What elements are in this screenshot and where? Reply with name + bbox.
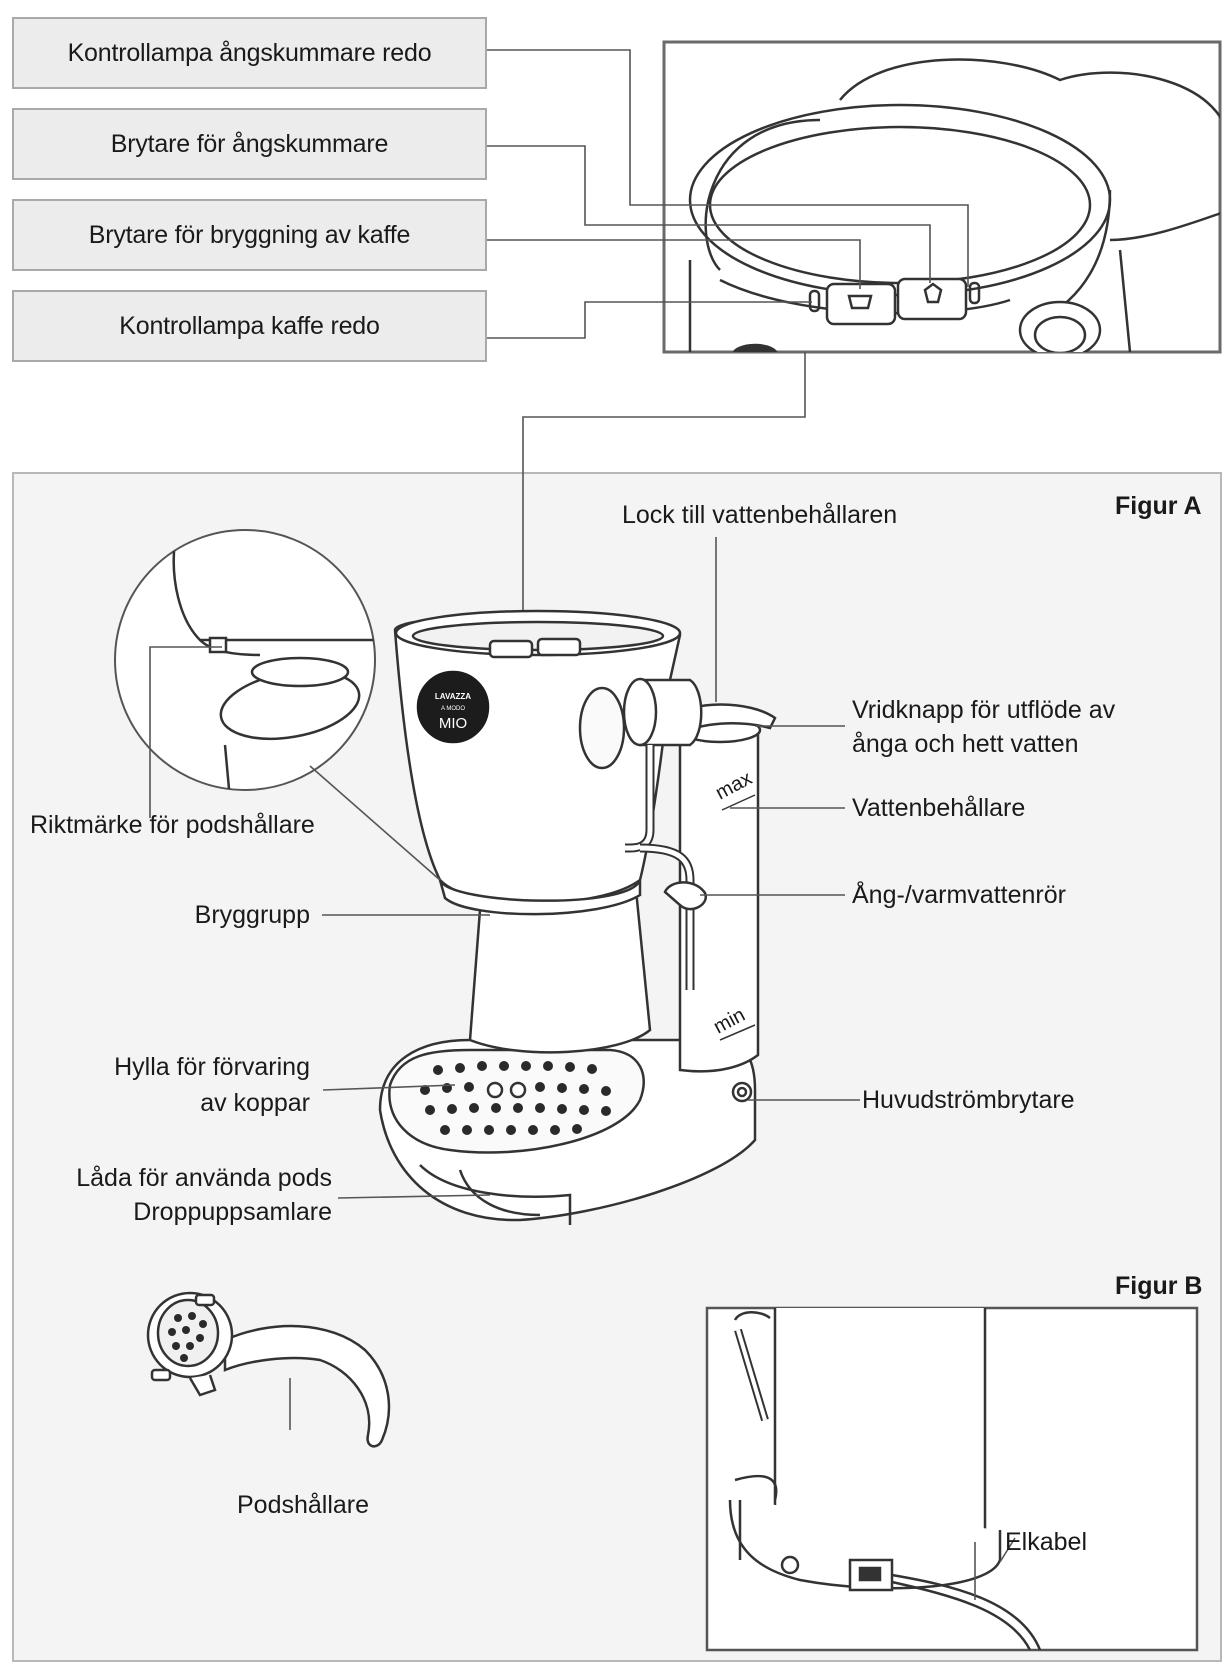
- zoom-detail-circle: [114, 529, 441, 881]
- logo-brand: LAVAZZA: [435, 692, 471, 701]
- label-cup-shelf-2: av koppar: [200, 1089, 310, 1117]
- figure-a-title: Figur A: [1115, 492, 1202, 520]
- label-steam-knob-2: ånga och hett vatten: [852, 730, 1079, 758]
- label-main-switch: Huvudströmbrytare: [862, 1086, 1075, 1114]
- label-steam-knob-1: Vridknapp för utflöde av: [852, 696, 1116, 724]
- label-brew-group: Bryggrupp: [194, 901, 310, 929]
- coffee-machine-illustration: [378, 609, 777, 1225]
- label-steam-pipe: Ång-/varmvattenrör: [852, 881, 1066, 909]
- figure-b-title: Figur B: [1115, 1272, 1203, 1300]
- label-steam-ready-lamp: Kontrollampa ångskummare redo: [12, 17, 487, 89]
- label-steam-switch: Brytare för ångskummare: [12, 108, 487, 180]
- label-pod-holder: Podshållare: [237, 1491, 370, 1519]
- label-coffee-ready-lamp: Kontrollampa kaffe redo: [12, 290, 487, 362]
- logo-model: MIO: [439, 715, 467, 732]
- logo-sub: A MODO: [441, 706, 465, 712]
- pod-holder-illustration: [146, 1291, 391, 1448]
- figure-b-panel: [705, 1306, 1199, 1652]
- figure-a-leaders: [149, 537, 860, 1430]
- label-tank-lid: Lock till vattenbehållaren: [622, 501, 898, 529]
- label-cup-shelf-1: Hylla för förvaring: [114, 1053, 310, 1081]
- label-pod-drawer-2: Droppuppsamlare: [133, 1198, 332, 1226]
- label-brew-switch: Brytare för bryggning av kaffe: [12, 199, 487, 271]
- control-panel-detail: [487, 40, 1222, 354]
- label-pod-holder-mark: Riktmärke för podshållare: [30, 811, 315, 839]
- label-pod-drawer-1: Låda för använda pods: [76, 1164, 332, 1192]
- label-power-cable: Elkabel: [1005, 1528, 1087, 1556]
- label-water-tank: Vattenbehållare: [852, 794, 1026, 822]
